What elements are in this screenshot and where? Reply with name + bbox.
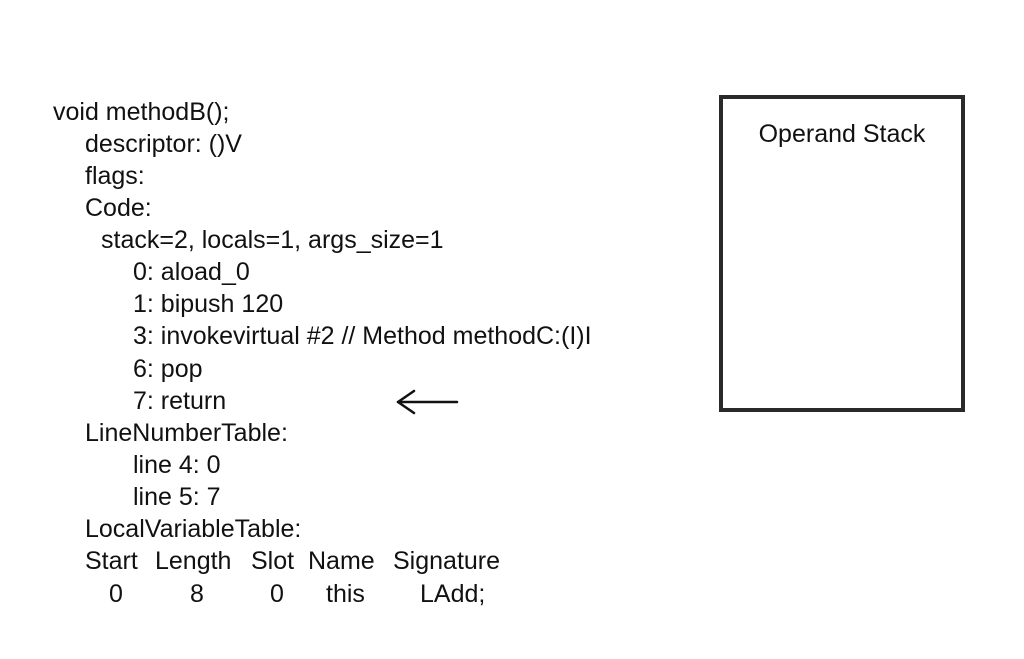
operand-stack-title: Operand Stack — [758, 120, 926, 148]
instruction-line: 1: bipush 120 — [133, 290, 284, 318]
cell-length: 8 — [190, 580, 204, 608]
instruction-line: 6: pop — [133, 355, 203, 383]
line-number-entry: line 5: 7 — [133, 483, 221, 511]
line-number-table-label: LineNumberTable: — [85, 419, 288, 447]
column-header-length: Length — [155, 547, 232, 575]
instruction-line-current: 7: return — [133, 387, 227, 415]
cell-signature: LAdd; — [420, 580, 486, 608]
instruction-line: 0: aload_0 — [133, 258, 250, 286]
line-number-entry: line 4: 0 — [133, 451, 221, 479]
instruction-line: 3: invokevirtual #2 // Method methodC:(I… — [133, 322, 592, 350]
cell-name: this — [326, 580, 365, 608]
stack-info-line: stack=2, locals=1, args_size=1 — [101, 226, 444, 254]
code-label: Code: — [85, 194, 152, 222]
cell-start: 0 — [109, 580, 123, 608]
column-header-start: Start — [85, 547, 138, 575]
operand-stack-box: Operand Stack — [719, 95, 965, 412]
column-header-slot: Slot — [251, 547, 295, 575]
flags-line: flags: — [85, 162, 145, 190]
local-variable-table-label: LocalVariableTable: — [85, 515, 302, 543]
method-signature: void methodB(); — [53, 98, 230, 126]
column-header-signature: Signature — [393, 547, 501, 575]
left-arrow-icon — [394, 388, 460, 421]
cell-slot: 0 — [270, 580, 284, 608]
descriptor-line: descriptor: ()V — [85, 130, 242, 158]
column-header-name: Name — [308, 547, 375, 575]
